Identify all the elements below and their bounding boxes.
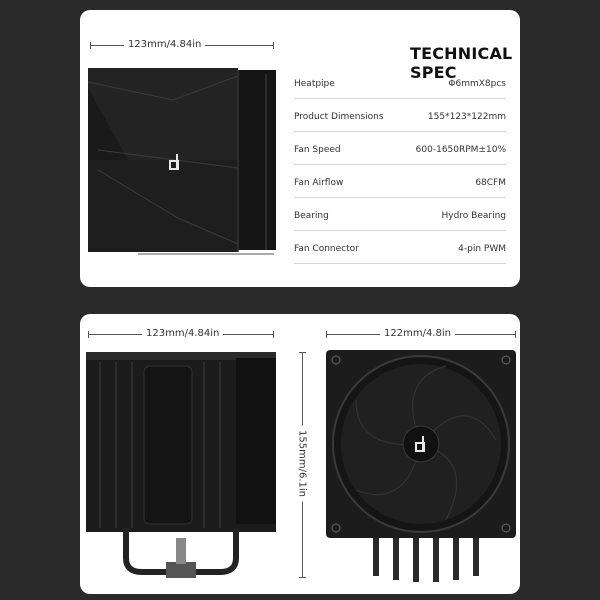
spec-key: Fan Connector xyxy=(294,244,359,254)
front-width-dimension-label: 122mm/4.8in xyxy=(380,328,455,339)
dimensions-card: 123mm/4.84in 122mm/4.8in 155mm/6.1in xyxy=(80,314,520,594)
spec-row-heatpipe: Heatpipe Φ6mmX8pcs xyxy=(294,66,506,99)
spec-key: Fan Airflow xyxy=(294,178,344,188)
spec-value: Φ6mmX8pcs xyxy=(448,79,506,89)
spec-row-fan-airflow: Fan Airflow 68CFM xyxy=(294,165,506,198)
spec-key: Product Dimensions xyxy=(294,112,384,122)
spec-card: 123mm/4.84in TECHNICAL SPEC Heatpipe Φ6m… xyxy=(80,10,520,287)
spec-key: Fan Speed xyxy=(294,145,341,155)
spec-title: TECHNICAL SPEC xyxy=(410,44,513,82)
spec-value: 155*123*122mm xyxy=(427,112,506,122)
spec-row-bearing: Bearing Hydro Bearing xyxy=(294,198,506,231)
spec-table: Heatpipe Φ6mmX8pcs Product Dimensions 15… xyxy=(294,66,506,264)
side-width-dimension-label: 123mm/4.84in xyxy=(142,328,224,339)
spec-row-product-dimensions: Product Dimensions 155*123*122mm xyxy=(294,99,506,132)
spec-key: Heatpipe xyxy=(294,79,335,89)
spec-value: 4-pin PWM xyxy=(458,244,506,254)
spec-value: Hydro Bearing xyxy=(441,211,506,221)
spec-row-fan-speed: Fan Speed 600-1650RPM±10% xyxy=(294,132,506,165)
cooler-front-view-image xyxy=(326,350,516,582)
spec-row-fan-connector: Fan Connector 4-pin PWM xyxy=(294,231,506,264)
cooler-side-view-image xyxy=(86,352,276,578)
top-width-dimension-label: 123mm/4.84in xyxy=(124,39,206,50)
brand-logo-icon xyxy=(169,154,179,170)
cooler-top-view-image xyxy=(88,68,276,255)
spec-key: Bearing xyxy=(294,211,329,221)
spec-value: 600-1650RPM±10% xyxy=(415,145,506,155)
brand-logo-icon xyxy=(415,436,425,452)
spec-value: 68CFM xyxy=(475,178,506,188)
height-dimension-label: 155mm/6.1in xyxy=(296,425,308,502)
